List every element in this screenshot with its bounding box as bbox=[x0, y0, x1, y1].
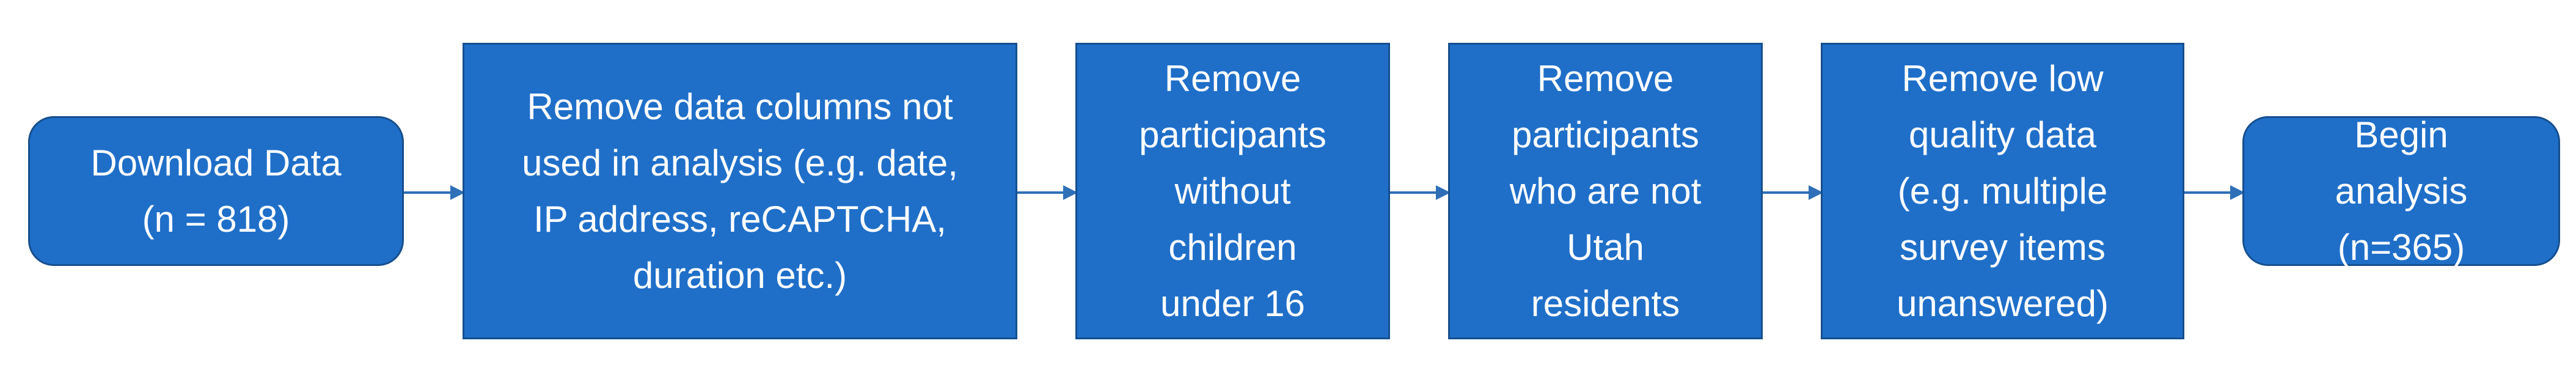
step-remove-low-quality-label: Remove low quality data (e.g. multiple s… bbox=[1897, 57, 2109, 324]
step-begin-analysis: Begin analysis (n=365) bbox=[2242, 114, 2560, 268]
step-remove-columns: Remove data columns not used in analysis… bbox=[463, 43, 1017, 339]
arrow-3 bbox=[1390, 185, 1451, 200]
step-remove-no-children-label: Remove participants without children und… bbox=[1139, 57, 1326, 324]
step-begin-analysis-label: Begin analysis (n=365) bbox=[2335, 114, 2468, 268]
arrow-1 bbox=[404, 185, 465, 200]
step-download-data: Download Data (n = 818) bbox=[28, 116, 404, 266]
step-remove-low-quality: Remove low quality data (e.g. multiple s… bbox=[1821, 43, 2184, 339]
step-remove-non-utah-label: Remove participants who are not Utah res… bbox=[1509, 57, 1702, 324]
arrow-2 bbox=[1017, 185, 1078, 200]
step-remove-no-children: Remove participants without children und… bbox=[1075, 43, 1390, 339]
arrow-4 bbox=[1763, 185, 1823, 200]
arrow-5 bbox=[2184, 185, 2245, 200]
step-remove-non-utah: Remove participants who are not Utah res… bbox=[1448, 43, 1763, 339]
step-remove-columns-label: Remove data columns not used in analysis… bbox=[522, 86, 958, 296]
step-download-data-label: Download Data (n = 818) bbox=[90, 142, 342, 240]
